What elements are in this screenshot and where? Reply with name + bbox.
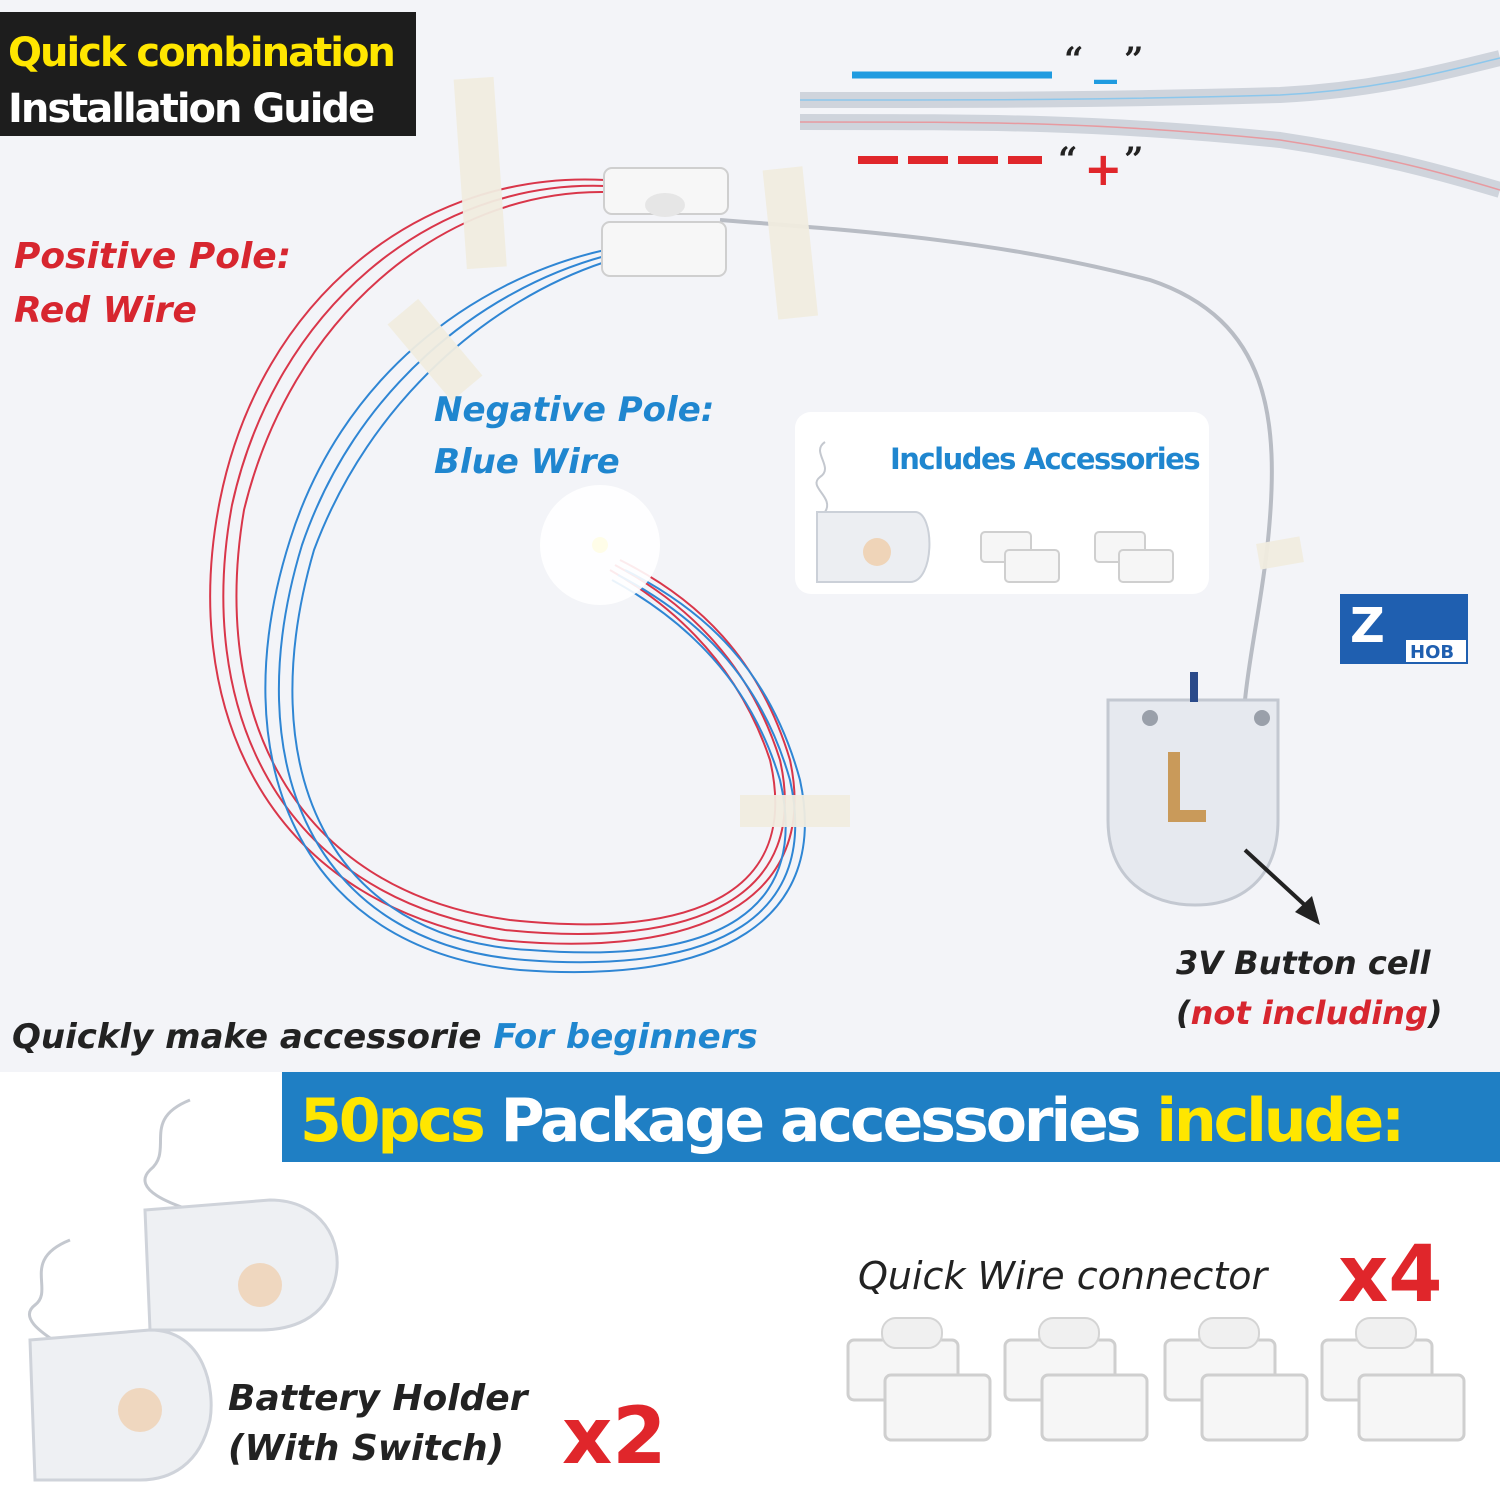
paren-close: ) [1427,994,1443,1032]
blue-wire-bundle [264,249,806,974]
red-wire-label: Red Wire [14,290,197,331]
battery-holder-quantity: x2 [562,1392,667,1482]
banner-count: 50pcs [300,1086,486,1156]
instruction-photo: Quick combination Installation Guide “ _… [0,0,1500,1072]
not-including-label: (not including) [1176,994,1442,1032]
button-cell-label: 3V Button cell [1176,944,1431,982]
banner-end: include: [1156,1086,1405,1156]
connector-label: Quick Wire connector [858,1254,1268,1298]
wire-connector-icon [601,167,729,277]
wire-connector-icon [1094,531,1174,583]
blue-wire-label: Blue Wire [434,442,620,482]
connector-quantity: x4 [1338,1230,1443,1320]
battery-holder-icon [816,511,931,583]
accessories-illustration [815,441,1174,583]
led-bulb-icon [592,537,608,553]
minus-quote-close: ” [1124,40,1144,80]
package-banner: 50pcs Package accessories include: [282,1072,1500,1162]
battery-holder-sublabel: (With Switch) [228,1428,505,1469]
not-including-text: not including [1190,994,1428,1032]
positive-pole-label: Positive Pole: [14,236,292,277]
banner-middle: Package accessories [482,1086,1157,1156]
plus-quote-open: “ [1058,140,1078,180]
wire-connector-icon [1320,1317,1466,1442]
wire-connector-icon [1163,1317,1309,1442]
wire-connector-icon [1003,1317,1149,1442]
accessories-title: Includes Accessories [890,442,1201,476]
guide-title-line2: Installation Guide [8,86,375,132]
guide-title-box: Quick combination Installation Guide [0,12,416,136]
banner-text: 50pcs Package accessories include: [300,1086,1405,1156]
negative-pole-label: Negative Pole: [434,390,715,430]
wire-connector-icon [846,1317,992,1442]
logo-mark: Z [1350,598,1385,654]
arrow-icon [1243,848,1320,925]
tagline-main: Quickly make accessorie [12,1017,494,1057]
red-wire-bundle [209,178,796,945]
paren-open: ( [1176,994,1191,1032]
brand-logo-icon: Z HOB [1340,594,1468,664]
guide-title-line1: Quick combination [8,30,396,76]
battery-holder-icon [143,1198,339,1332]
tagline-accent: For beginners [493,1017,758,1057]
plus-sign: + [1084,142,1123,196]
battery-holder-label: Battery Holder [228,1378,528,1419]
minus-sign: _ [1094,30,1117,84]
battery-holder-icon [28,1328,213,1482]
wiring-illustration [209,50,1500,974]
plus-quote-close: ” [1124,140,1144,180]
logo-text: HOB [1410,642,1454,663]
wire-connector-icon [980,531,1060,583]
battery-holder-icon [1106,672,1280,907]
silver-wire [719,218,1274,701]
quickly-make-tagline: Quickly make accessorie For beginners [12,1017,758,1057]
flat-cable-icon [799,50,1500,198]
accessories-inset: Includes Accessories [795,412,1209,594]
tape-strips [387,76,1304,827]
minus-quote-open: “ [1064,40,1084,80]
